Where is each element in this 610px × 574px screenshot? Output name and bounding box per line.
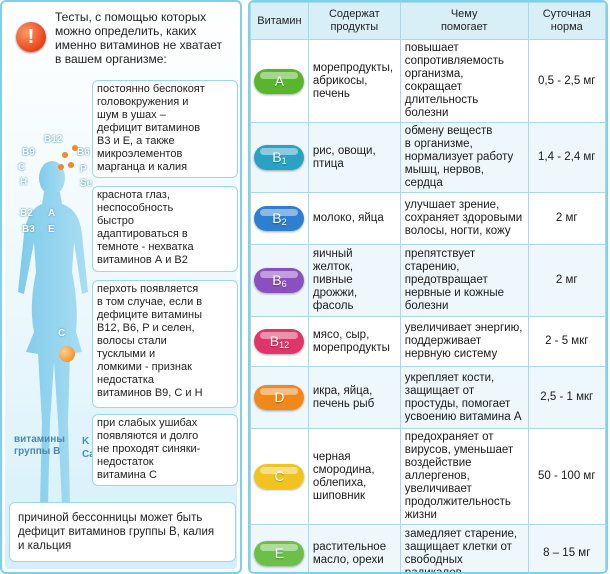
intro-text: Тесты, с помощью которых можно определит… (55, 10, 223, 66)
helps-cell: предохраняет от вирусов, уменьшает возде… (399, 428, 529, 525)
table-row: D икра, яйца, печень рыб укрепляет кости… (250, 366, 606, 429)
symptom-insomnia: причиной бессонницы может быть дефицит в… (9, 502, 236, 562)
norm-cell: 0,5 - 2,5 мг (527, 39, 606, 123)
marker-dot (58, 164, 64, 170)
norm-cell: 2 - 5 мкг (527, 316, 606, 367)
norm-cell: 2 мг (527, 192, 606, 245)
norm-cell: 1,4 - 2,4 мг (527, 122, 606, 193)
vitamin-cell: B2 (250, 192, 309, 245)
products-cell: молоко, яйца (307, 192, 401, 245)
label-ca: Ca (82, 449, 95, 460)
vitamin-capsule-icon: C (254, 464, 305, 489)
table-row: E растительное масло, орехи замедляет ст… (250, 524, 606, 572)
label-c-lower: C (58, 328, 66, 339)
vitamin-cell: B6 (250, 244, 309, 317)
marker-dot (72, 145, 78, 151)
products-cell: морепродукты, абрикосы, печень (307, 39, 401, 123)
symptom-dandruff: перхоть появляется в том случае, если в … (92, 280, 238, 408)
norm-cell: 50 - 100 мг (527, 428, 606, 525)
vitamin-cell: E (250, 524, 309, 572)
products-cell: черная смородина, облепиха, шиповник (307, 428, 401, 525)
table-body: A морепродукты, абрикосы, печень повышае… (250, 39, 606, 572)
label-e: E (48, 224, 55, 235)
vitamin-cell: B1 (250, 122, 309, 193)
label-k: K (82, 436, 90, 447)
products-cell: икра, яйца, печень рыб (307, 366, 401, 429)
norm-cell: 8 – 15 мг (527, 524, 606, 572)
vitamin-cell: A (250, 39, 309, 123)
products-cell: рис, овощи, птица (307, 122, 401, 193)
table-row: A морепродукты, абрикосы, печень повышае… (250, 39, 606, 123)
vitamin-letter: C (274, 468, 285, 484)
symptom-dizziness: постоянно беспокоят головокружения и шум… (92, 80, 238, 178)
norm-cell: 2 мг (527, 244, 606, 317)
helps-cell: улучшает зрение, сохраняет здоровыми вол… (399, 192, 529, 245)
vitamin-cell: D (250, 366, 309, 429)
label-b3: B3 (22, 224, 35, 235)
label-b9: B9 (22, 147, 35, 158)
vitamins-table-panel: Витамин Содержат продукты Чему помогает … (248, 0, 608, 574)
products-cell: мясо, сыр, морепродукты (307, 316, 401, 367)
table-row: B2 молоко, яйца улучшает зрение, сохраня… (250, 192, 606, 245)
label-b12: B12 (44, 134, 63, 145)
vitamin-letter: E (274, 545, 285, 561)
vitamin-letter: B (272, 149, 282, 165)
helps-cell: увеличивает энергию, поддерживает нервну… (399, 316, 529, 367)
products-cell: растительное масло, орехи (307, 524, 401, 572)
vitamin-capsule-icon: B12 (254, 329, 305, 354)
table-row: B12 мясо, сыр, морепродукты увеличивает … (250, 316, 606, 367)
vitamins-table: Витамин Содержат продукты Чему помогает … (250, 2, 606, 572)
helps-cell: препятствует старению, предотвращает нер… (399, 244, 529, 317)
header-products: Содержат продукты (307, 2, 401, 40)
vitamin-letter: B (272, 210, 282, 226)
symptom-red-eyes: краснота глаз, неспособность быстро адап… (92, 186, 238, 272)
vitamin-capsule-icon: A (254, 68, 305, 94)
vitamin-subscript: 6 (281, 279, 287, 289)
vitamin-subscript: 2 (281, 217, 287, 227)
norm-cell: 2,5 - 1 мкг (527, 366, 606, 429)
vitamin-capsule-icon: B1 (254, 145, 305, 170)
marker-dot (62, 152, 68, 158)
vitamin-letter: B (269, 333, 280, 349)
vitamin-cell: C (250, 428, 309, 525)
vitamin-cell: B12 (250, 316, 309, 367)
label-b2: B2 (20, 208, 33, 219)
table-header-row: Витамин Содержат продукты Чему помогает … (250, 2, 606, 40)
header-vitamin: Витамин (250, 2, 309, 40)
helps-cell: обмену веществ в организме, нормализует … (399, 122, 529, 193)
vitamin-subscript: 12 (279, 340, 290, 350)
vitamin-subscript: 1 (281, 156, 287, 166)
marker-dot (68, 162, 74, 168)
symptom-bruises: при слабых ушибах появляются и долго не … (92, 414, 238, 486)
vitamin-letter: B (272, 272, 282, 288)
table-row: B1 рис, овощи, птица обмену веществ в ор… (250, 122, 606, 193)
label-c: C (18, 162, 26, 173)
marker-dot-large (59, 346, 75, 362)
helps-cell: замедляет старение, защищает клетки от с… (399, 524, 529, 572)
vitamin-letter: A (274, 72, 285, 89)
vitamin-capsule-icon: B2 (254, 206, 305, 231)
label-se: Se (80, 178, 93, 189)
vitamin-capsule-icon: D (254, 385, 305, 410)
products-cell: яичный желток, пивные дрожжи, фасоль (307, 244, 401, 317)
exclamation-icon: ! (16, 22, 46, 52)
table-row: B6 яичный желток, пивные дрожжи, фасоль … (250, 244, 606, 317)
table-row: C черная смородина, облепиха, шиповник п… (250, 428, 606, 525)
header-helps: Чему помогает (399, 2, 529, 40)
helps-cell: укрепляет кости, защищает от простуды, п… (399, 366, 529, 429)
label-group-b: витамины группы В (14, 434, 65, 457)
vitamin-letter: D (274, 389, 285, 405)
symptoms-panel: ! Тесты, с помощью которых можно определ… (0, 0, 242, 574)
label-b6: B6 (77, 147, 90, 158)
vitamin-capsule-icon: E (254, 541, 305, 566)
helps-cell: повышает сопротивляемость организма, сок… (399, 39, 529, 123)
vitamin-capsule-icon: B6 (254, 268, 305, 293)
header-norm: Суточная норма (527, 2, 606, 40)
label-h: H (20, 177, 28, 188)
label-p: P (80, 164, 87, 175)
label-a: A (48, 208, 56, 219)
